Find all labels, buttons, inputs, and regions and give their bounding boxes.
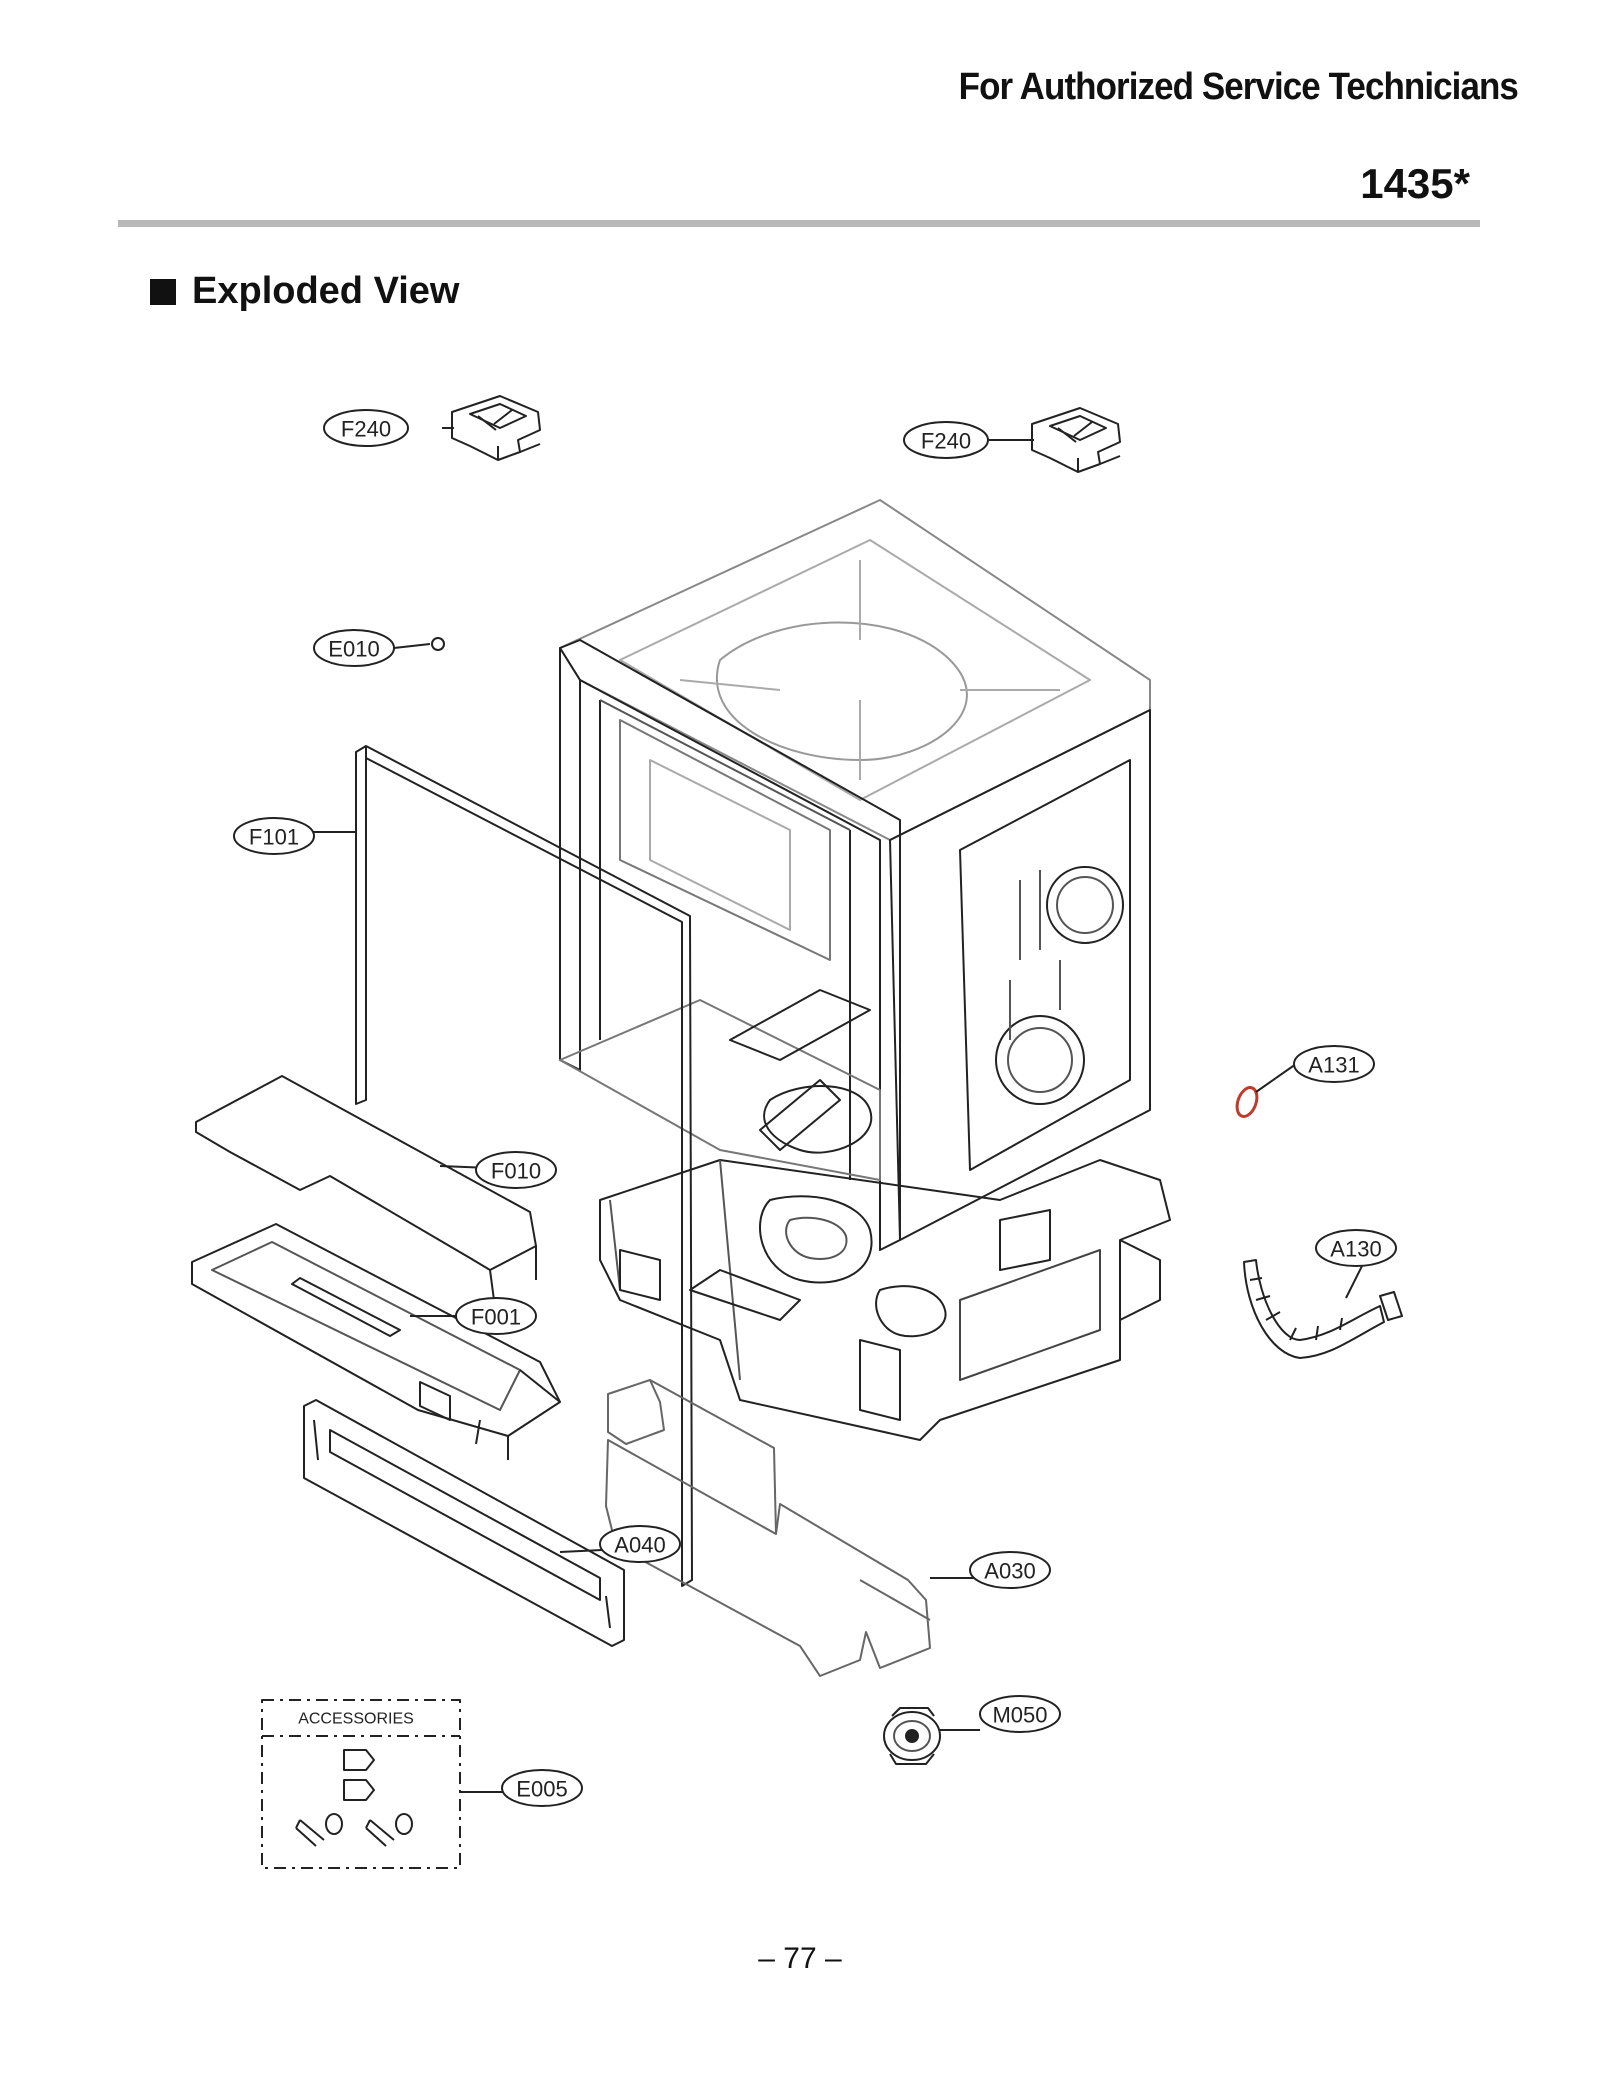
- f240-bracket-right-part: [1031, 407, 1121, 473]
- base-assembly-part: [599, 1159, 1171, 1441]
- callout-f101: [233, 817, 315, 855]
- callout-label-f010: F010: [491, 1159, 541, 1184]
- callout-label-e010: E010: [328, 637, 379, 662]
- a040-kick-plate-part: [303, 1399, 625, 1647]
- callout-f240-right: [903, 421, 989, 459]
- section-title: Exploded View: [150, 270, 459, 313]
- a131-o-ring-part: [1235, 1086, 1259, 1118]
- callout-e010: [313, 629, 395, 667]
- section-title-text: Exploded View: [192, 270, 460, 312]
- page-number: – 77 –: [758, 1942, 842, 1975]
- square-bullet-icon: [150, 278, 176, 305]
- callout-a040: [599, 1525, 681, 1563]
- callout-a030: [969, 1551, 1051, 1589]
- callout-label-a131: A131: [1308, 1053, 1359, 1078]
- f010-insulation-part: [195, 1075, 537, 1301]
- header-divider: [118, 220, 1480, 227]
- callout-m050: [979, 1695, 1061, 1733]
- header-title: For Authorized Service Technicians: [958, 66, 1519, 108]
- callout-f001: [455, 1297, 537, 1335]
- f101-door-gasket-part: [355, 745, 693, 1587]
- callout-label-a030: A030: [984, 1559, 1035, 1584]
- screw-icon: [295, 1819, 325, 1847]
- clip-icon: [343, 1779, 375, 1801]
- callout-f240-left: [323, 409, 409, 447]
- tub-assembly-part: [559, 499, 1151, 1251]
- callout-label-f240-right: F240: [921, 429, 971, 454]
- e010-screw-part: [393, 637, 445, 651]
- accessories-box: [261, 1699, 461, 1869]
- screw-icon: [365, 1819, 395, 1847]
- clip-icon: [343, 1749, 375, 1771]
- a130-drain-hose-part: [1243, 1259, 1403, 1359]
- callout-label-f101: F101: [249, 825, 299, 850]
- callout-label-f001: F001: [471, 1305, 521, 1330]
- callout-f010: [475, 1151, 557, 1189]
- m050-motor-part: [883, 1707, 941, 1765]
- callout-e005: [501, 1769, 583, 1807]
- model-number: 1435*: [1360, 160, 1470, 207]
- f001-kick-plate-bracket-part: [191, 1223, 561, 1460]
- callout-label-e005: E005: [516, 1777, 567, 1802]
- f240-bracket-left-part: [451, 395, 541, 461]
- accessories-title: ACCESSORIES: [298, 1711, 414, 1728]
- callout-label-f240-left: F240: [341, 417, 391, 442]
- callout-a131: [1293, 1045, 1375, 1083]
- callout-label-a130: A130: [1330, 1237, 1381, 1262]
- callout-a130: [1315, 1229, 1397, 1267]
- callout-label-m050: M050: [992, 1703, 1047, 1728]
- callout-label-a040: A040: [614, 1533, 665, 1558]
